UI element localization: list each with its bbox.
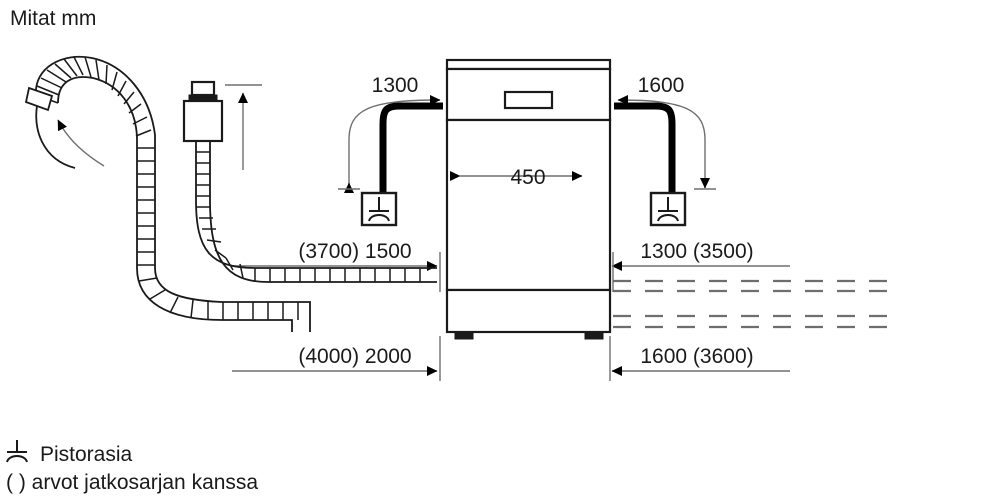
dishwasher-appliance <box>445 58 612 340</box>
legend-socket-label: Pistorasia <box>40 443 133 466</box>
dimension-label-mid-right: 1300 (3500) <box>640 240 753 263</box>
power-socket-icon <box>6 440 28 463</box>
dimension-mid-left: (3700) 1500 <box>232 240 441 292</box>
legend-bracket-note: ( ) arvot jatkosarjan kanssa <box>6 471 258 494</box>
page-title: Mitat mm <box>10 7 96 30</box>
valve-body <box>182 99 224 143</box>
appliance-plinth <box>445 288 612 334</box>
dimension-label-bottom-left: (4000) 2000 <box>298 345 411 368</box>
hose-end-cap <box>24 86 54 112</box>
legend: Pistorasia ( ) arvot jatkosarjan kanssa <box>6 440 258 494</box>
dimension-mid-right: 1300 (3500) <box>611 240 790 292</box>
supply-hose-corrugations <box>196 151 421 282</box>
valve-connector <box>190 80 216 97</box>
width-dimension-450: 450 <box>450 166 583 189</box>
hose-outer-edge <box>35 55 311 332</box>
drain-hose-corrugated <box>24 55 311 332</box>
aqua-stop-valve <box>182 80 437 283</box>
supply-hose-outer <box>195 141 437 269</box>
socket-symbol-right <box>649 191 687 227</box>
hose-inner-edge <box>57 76 293 332</box>
supply-hose-inner <box>209 141 437 283</box>
appliance-foot-right <box>584 331 604 340</box>
control-display <box>503 90 554 110</box>
appliance-top-band <box>445 58 612 71</box>
dimension-label-width: 450 <box>510 166 545 189</box>
dimension-top-right-1600: 1600 <box>617 74 716 190</box>
dimension-bottom-left: (4000) 2000 <box>232 336 441 381</box>
hose-corrugations <box>35 56 299 320</box>
socket-symbol-left <box>360 191 398 227</box>
dimension-top-left-1300: 1300 <box>338 74 441 193</box>
appliance-foot-left <box>454 331 474 340</box>
appliance-door <box>445 118 612 292</box>
dimension-bottom-right: 1600 (3600) <box>609 336 790 381</box>
right-hose-lines <box>613 279 892 329</box>
dimension-label-top-left: 1300 <box>372 74 419 97</box>
hose-tip-pointer <box>57 119 105 167</box>
power-cable-right <box>614 102 676 196</box>
dimension-label-mid-left: (3700) 1500 <box>298 240 411 263</box>
dimension-label-top-right: 1600 <box>638 74 685 97</box>
power-cable-left <box>379 102 443 196</box>
dimension-label-bottom-right: 1600 (3600) <box>640 345 753 368</box>
